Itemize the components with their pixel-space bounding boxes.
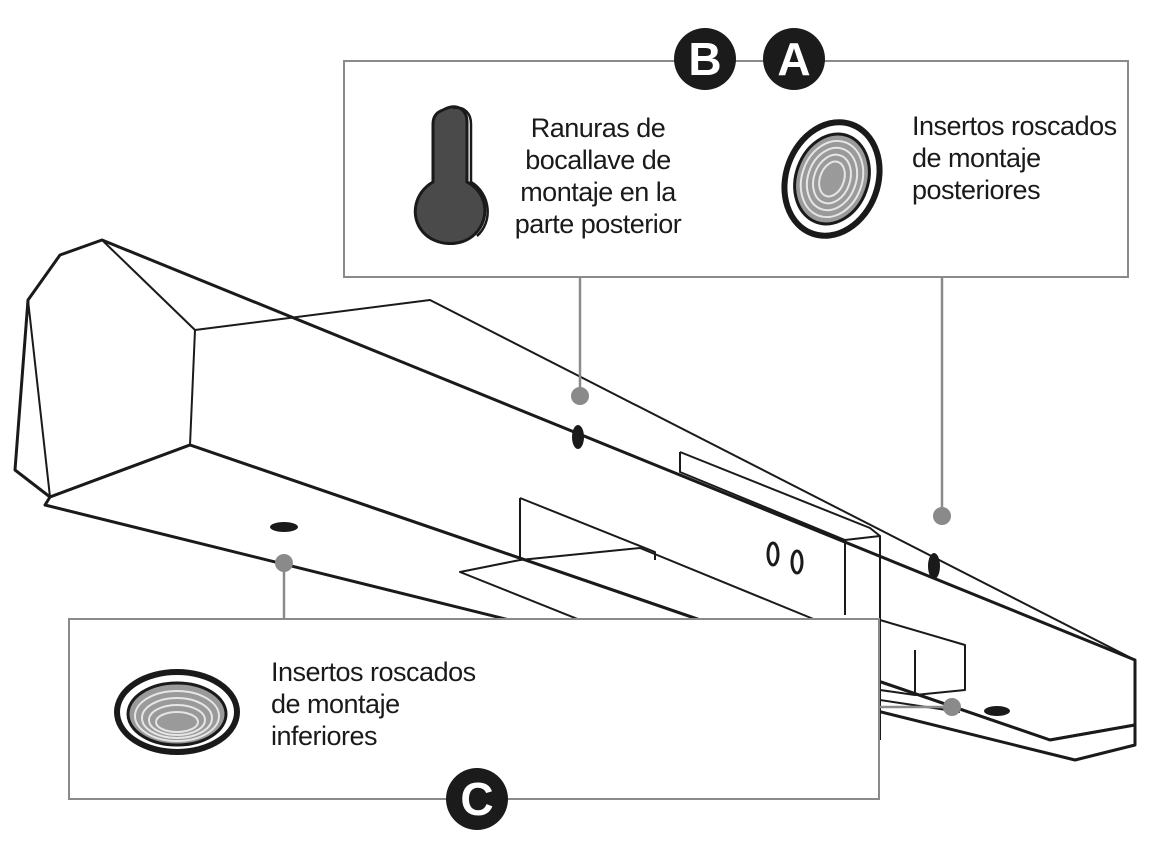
label-bottom-threaded-inserts: Insertos roscados de montaje inferiores (271, 657, 476, 751)
callout-box-top (343, 60, 1129, 278)
bottom-threaded-insert-icon (114, 669, 240, 755)
badge-c: C (446, 768, 508, 830)
badge-a: A (763, 28, 825, 90)
rear-threaded-hole (928, 553, 940, 579)
mounting-holes (270, 425, 1010, 716)
label-keyhole-slots: Ranuras de bocallave de montaje en la pa… (514, 113, 682, 239)
keyhole-slot-hole (572, 425, 584, 449)
bracket-tab (879, 619, 966, 696)
bottom-threaded-hole-right (984, 706, 1010, 716)
rear-threaded-insert-icon (781, 119, 883, 239)
keyhole-slot-icon (413, 105, 489, 246)
bottom-threaded-hole-left (270, 522, 298, 532)
label-rear-threaded-inserts: Insertos roscados de montaje posteriores (912, 111, 1117, 205)
badge-b: B (674, 28, 736, 90)
